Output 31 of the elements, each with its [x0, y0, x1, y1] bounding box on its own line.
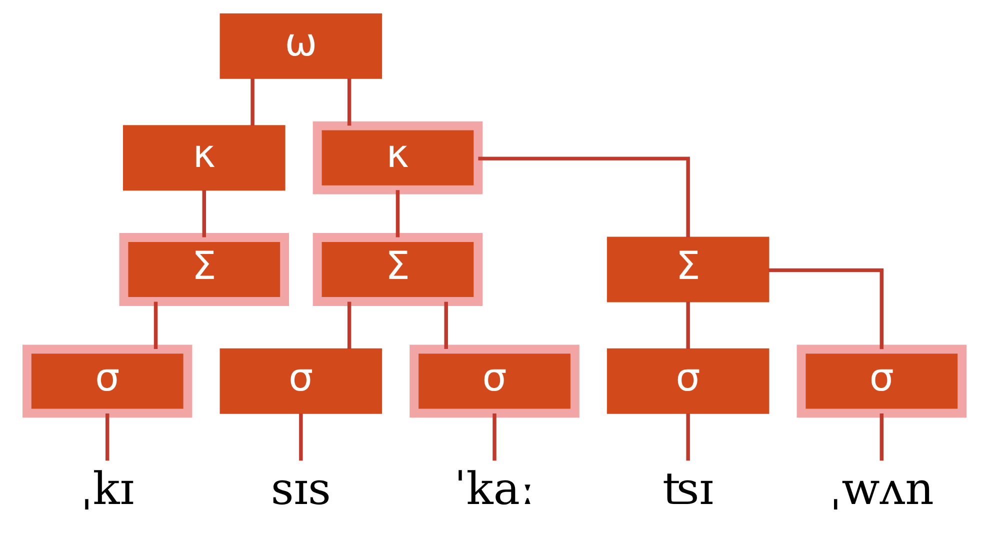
- connector: [154, 302, 158, 349]
- node-box: Σ: [119, 233, 290, 306]
- connector: [686, 302, 690, 349]
- connector: [347, 302, 352, 349]
- connector: [768, 268, 884, 350]
- connector: [106, 413, 110, 461]
- node-box: Σ: [606, 236, 770, 302]
- node-box: σ: [410, 344, 580, 418]
- connector: [444, 302, 448, 349]
- connector: [880, 413, 884, 461]
- connector: [202, 190, 206, 238]
- connector: [686, 413, 690, 461]
- node-box: ω: [220, 13, 382, 79]
- node-box: κ: [312, 121, 483, 194]
- node-text: ˌkɪ: [80, 463, 134, 516]
- node-box: κ: [123, 125, 286, 191]
- node-text: sɪs: [270, 463, 331, 516]
- node-box: σ: [220, 348, 382, 414]
- node-box: σ: [796, 344, 967, 418]
- connector: [347, 78, 352, 126]
- node-text: ˌwʌn: [829, 463, 934, 516]
- node-box: σ: [606, 348, 770, 414]
- connector: [396, 190, 400, 238]
- connector: [299, 413, 303, 461]
- connector: [492, 413, 496, 461]
- connector: [478, 156, 690, 238]
- node-box: Σ: [312, 233, 483, 306]
- node-box: σ: [22, 344, 192, 418]
- node-text: ˈkaː: [454, 463, 536, 516]
- connector: [250, 78, 254, 126]
- node-text: ʦɪ: [662, 463, 714, 516]
